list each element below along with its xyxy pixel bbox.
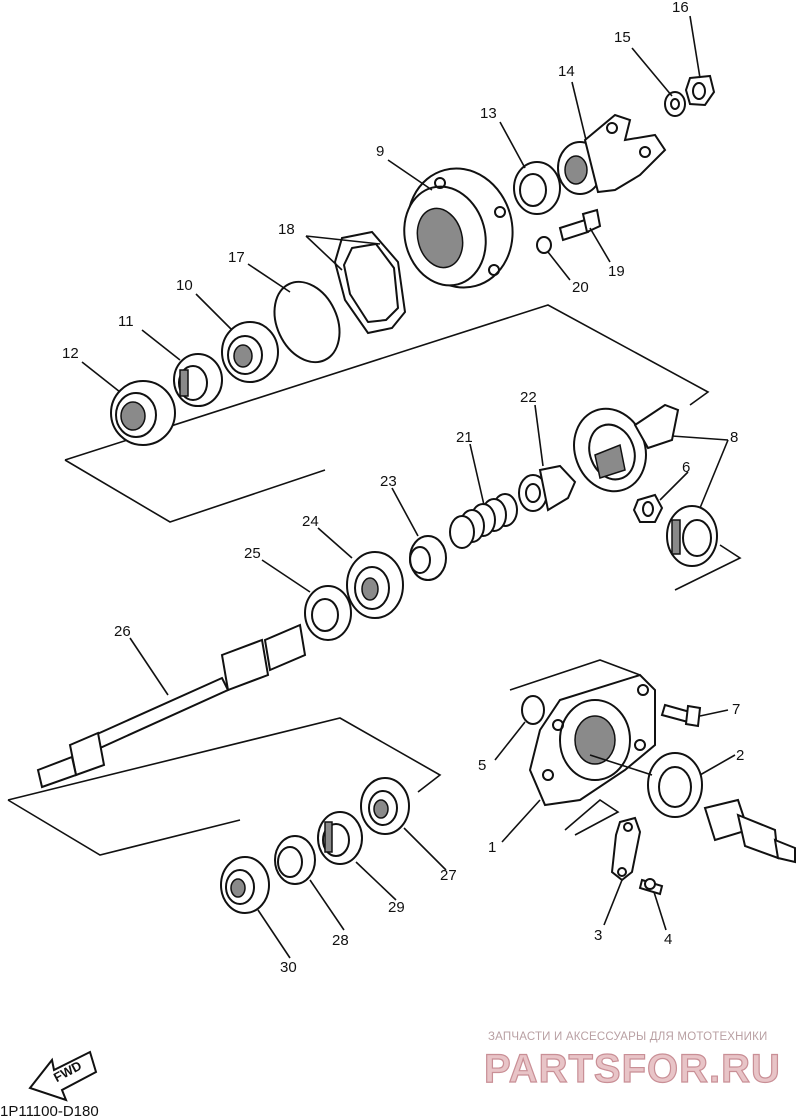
callout-25: 25 (244, 545, 261, 562)
callout-29: 29 (388, 899, 405, 916)
callout-3: 3 (594, 927, 602, 944)
callout-17: 17 (228, 249, 245, 266)
callout-12: 12 (62, 345, 79, 362)
watermark-tagline: ЗАПЧАСТИ И АКСЕССУАРЫ ДЛЯ МОТОТЕХНИКИ (488, 1031, 768, 1043)
fwd-arrow-icon: FWD (28, 1050, 98, 1102)
part-23-collar (409, 535, 447, 581)
part-29-collar (317, 811, 363, 865)
part-24-bearing (346, 551, 404, 619)
part-13-oil-seal (513, 161, 561, 215)
part-8-pinion-gear (573, 403, 680, 493)
callout-16: 16 (672, 0, 689, 16)
callout-15: 15 (614, 29, 631, 46)
part-1-gear-housing (528, 673, 656, 807)
callout-27: 27 (440, 867, 457, 884)
part-5-o-ring (521, 695, 545, 725)
callout-1: 1 (488, 839, 496, 856)
diagram-code: 1P11100-D180 (0, 1103, 99, 1120)
lower-group-frame (7, 717, 442, 801)
callout-11: 11 (118, 313, 134, 330)
callout-20: 20 (572, 279, 589, 296)
callout-10: 10 (176, 277, 193, 294)
part-10-bearing (221, 321, 279, 383)
part-20-washer (536, 236, 552, 254)
callout-7: 7 (732, 701, 740, 718)
callout-24: 24 (302, 513, 319, 530)
part-28-spacer (274, 835, 316, 885)
callout-19: 19 (608, 263, 625, 280)
callout-8: 8 (730, 429, 738, 446)
part-30-oil-seal (220, 856, 270, 914)
part-22-damper-cam (518, 464, 577, 512)
part-15-washer (664, 91, 686, 117)
leader-lines (81, 15, 736, 959)
callout-5: 5 (478, 757, 486, 774)
part-26-drive-shaft (36, 623, 307, 789)
part-18-shim (333, 230, 407, 335)
part-9-bearing-housing (403, 167, 514, 289)
callout-26: 26 (114, 623, 131, 640)
housing-group-frame (509, 659, 641, 691)
callout-30: 30 (280, 959, 297, 976)
part-3-arm (610, 816, 642, 882)
part-21-spring (449, 493, 518, 549)
callout-2: 2 (736, 747, 744, 764)
part-8-coupling-gear (666, 505, 718, 567)
upper-group-frame (64, 304, 710, 461)
part-25-oil-seal (304, 585, 352, 641)
callout-13: 13 (480, 105, 497, 122)
part-7-bolt (660, 703, 702, 728)
callout-28: 28 (332, 932, 349, 949)
output-coupling (703, 798, 796, 864)
watermark: ЗАПЧАСТИ И АКСЕССУАРЫ ДЛЯ МОТОТЕХНИКИ PA… (483, 1031, 781, 1092)
part-11-collar (173, 353, 223, 407)
lower-group-frame-bottom (7, 799, 241, 856)
part-14-yoke (557, 113, 667, 195)
part-16-nut (684, 74, 716, 107)
callout-4: 4 (664, 931, 672, 948)
watermark-brand: PARTSFOR.RU (484, 1047, 781, 1091)
callout-6: 6 (682, 459, 690, 476)
part-6-nut (632, 493, 664, 523)
callout-21: 21 (456, 429, 473, 446)
callout-9: 9 (376, 143, 384, 160)
callout-18: 18 (278, 221, 295, 238)
callout-22: 22 (520, 389, 537, 406)
callout-14: 14 (558, 63, 575, 80)
part-17-o-ring (273, 280, 341, 364)
part-2-bearing (647, 752, 703, 818)
part-4-screw (638, 878, 664, 896)
callout-labels: 16 15 14 13 9 18 17 10 11 12 19 20 22 21… (62, 0, 744, 976)
part-27-bearing (360, 777, 410, 835)
callout-23: 23 (380, 473, 397, 490)
upper-group-frame-bottom (64, 459, 326, 523)
part-12-oil-seal (110, 380, 176, 446)
arm-group-frame (564, 798, 620, 836)
part-19-bolt (558, 208, 602, 242)
middle-group-frame (674, 544, 742, 591)
